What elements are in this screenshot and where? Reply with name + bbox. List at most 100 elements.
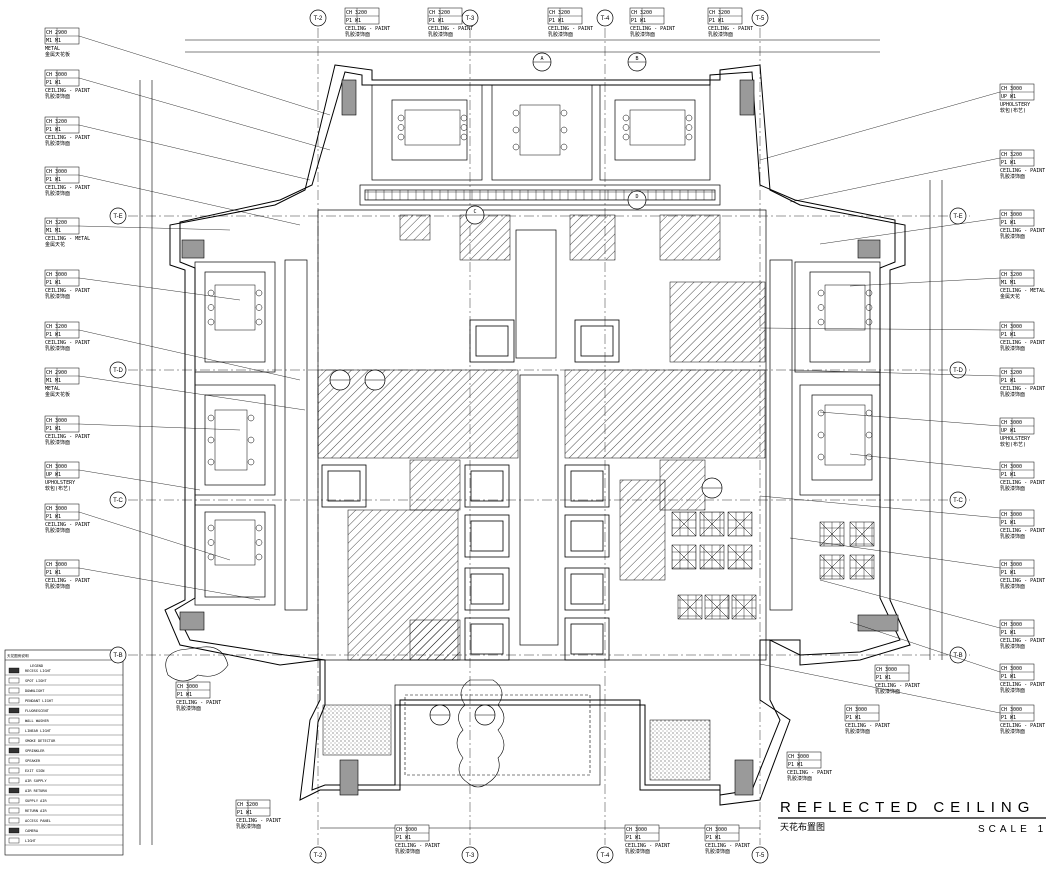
- svg-text:乳胶漆饰面: 乳胶漆饰面: [45, 439, 70, 446]
- svg-text:T-2: T-2: [314, 853, 323, 859]
- svg-text:P1 W1: P1 W1: [706, 835, 721, 841]
- workstation-cluster: [699, 544, 725, 570]
- svg-text:T-4: T-4: [601, 16, 610, 22]
- svg-text:乳胶漆饰面: 乳胶漆饰面: [1000, 687, 1025, 694]
- detail-callout: [329, 369, 351, 391]
- legend-row: RETURN AIR: [5, 807, 123, 816]
- svg-text:P1 W1: P1 W1: [846, 715, 861, 721]
- meeting-table: [622, 109, 693, 146]
- dotted-areas: [322, 704, 711, 781]
- svg-text:P1 W1: P1 W1: [1001, 570, 1016, 576]
- svg-text:乳胶漆饰面: 乳胶漆饰面: [845, 728, 870, 735]
- svg-text:CH 3200: CH 3200: [237, 802, 258, 808]
- drawing-title: REFLECTED CEILING PLAN: [780, 799, 1046, 816]
- svg-text:CH 3000: CH 3000: [46, 272, 67, 278]
- legend-row: SPOT LIGHT: [5, 677, 123, 686]
- structural-grid-lines: [110, 28, 970, 845]
- svg-text:CH 3200: CH 3200: [631, 10, 652, 16]
- svg-text:SPOT LIGHT: SPOT LIGHT: [25, 679, 47, 683]
- svg-text:T-5: T-5: [756, 16, 765, 22]
- svg-text:T-C: T-C: [113, 498, 123, 504]
- svg-text:CH 3000: CH 3000: [46, 506, 67, 512]
- svg-text:金属天花: 金属天花: [45, 241, 65, 248]
- svg-text:乳胶漆饰面: 乳胶漆饰面: [395, 848, 420, 855]
- svg-text:T-2: T-2: [314, 16, 323, 22]
- svg-text:P1 W1: P1 W1: [1001, 715, 1016, 721]
- elevator-cars: [321, 319, 620, 661]
- legend-row: SPEAKER: [5, 757, 123, 766]
- svg-text:UP W1: UP W1: [1001, 94, 1016, 100]
- title-block: REFLECTED CEILING PLAN 天花布置图 SCALE 1: [778, 799, 1046, 835]
- svg-text:UP W1: UP W1: [46, 472, 61, 478]
- svg-text:AIR RETURN: AIR RETURN: [25, 789, 47, 793]
- legend-header: LEGEND: [30, 664, 43, 668]
- legend-row: LIGHT: [5, 837, 123, 846]
- svg-text:CEILING - METAL: CEILING - METAL: [1000, 288, 1045, 294]
- svg-text:UP W1: UP W1: [1001, 428, 1016, 434]
- grid-bubble: T-2: [309, 9, 327, 27]
- svg-text:CEILING - PAINT: CEILING - PAINT: [236, 818, 281, 824]
- workstation-cluster: [819, 554, 845, 580]
- building-outline: [164, 64, 911, 806]
- svg-text:软包(布艺): 软包(布艺): [1000, 441, 1026, 448]
- svg-text:FLUORESCENT: FLUORESCENT: [25, 709, 50, 713]
- svg-text:乳胶漆饰面: 乳胶漆饰面: [1000, 485, 1025, 492]
- legend-row: AIR RETURN: [5, 787, 123, 796]
- svg-text:CH 3000: CH 3000: [876, 667, 897, 673]
- legend-row: EXIT SIGN: [5, 767, 123, 776]
- svg-text:乳胶漆饰面: 乳胶漆饰面: [1000, 583, 1025, 590]
- svg-text:乳胶漆饰面: 乳胶漆饰面: [1000, 533, 1025, 540]
- svg-text:CH 3000: CH 3000: [1001, 562, 1022, 568]
- svg-text:乳胶漆饰面: 乳胶漆饰面: [45, 527, 70, 534]
- svg-text:乳胶漆饰面: 乳胶漆饰面: [1000, 173, 1025, 180]
- legend-row: DOWNLIGHT: [5, 687, 123, 696]
- legend-row: SPRINKLER: [5, 747, 123, 756]
- svg-text:P1 W1: P1 W1: [788, 762, 803, 768]
- grid-bubble: T-4: [596, 846, 614, 864]
- svg-text:M1 M1: M1 M1: [46, 38, 61, 44]
- svg-text:乳胶漆饰面: 乳胶漆饰面: [1000, 728, 1025, 735]
- workstation-cluster: [849, 521, 875, 547]
- legend-row: ACCESS PANEL: [5, 817, 123, 826]
- svg-text:乳胶漆饰面: 乳胶漆饰面: [428, 31, 453, 38]
- legend-row: SUPPLY AIR: [5, 797, 123, 806]
- grid-bubble: T-3: [461, 846, 479, 864]
- svg-text:SPRINKLER: SPRINKLER: [25, 749, 45, 753]
- svg-text:P1 W1: P1 W1: [709, 18, 724, 24]
- svg-text:CH 3200: CH 3200: [46, 324, 67, 330]
- detail-callout: [701, 477, 723, 499]
- drawing-title-cn: 天花布置图: [780, 821, 825, 833]
- svg-text:RETURN AIR: RETURN AIR: [25, 809, 47, 813]
- svg-text:CEILING - PAINT: CEILING - PAINT: [45, 88, 90, 94]
- svg-text:CH 2900: CH 2900: [46, 30, 67, 36]
- svg-text:CEILING - PAINT: CEILING - PAINT: [45, 340, 90, 346]
- svg-text:CEILING - PAINT: CEILING - PAINT: [1000, 682, 1045, 688]
- legend-row: SMOKE DETECTOR: [5, 737, 123, 746]
- svg-text:CEILING - PAINT: CEILING - PAINT: [1000, 168, 1045, 174]
- svg-text:乳胶漆饰面: 乳胶漆饰面: [705, 848, 730, 855]
- svg-text:P1 W1: P1 W1: [626, 835, 641, 841]
- svg-text:CH 3200: CH 3200: [549, 10, 570, 16]
- elevator-car: [464, 617, 510, 661]
- svg-text:CEILING - PAINT: CEILING - PAINT: [1000, 528, 1045, 534]
- svg-text:CEILING - PAINT: CEILING - PAINT: [705, 843, 750, 849]
- legend-row: PENDANT LIGHT: [5, 697, 123, 706]
- svg-text:金属天花板: 金属天花板: [45, 51, 70, 58]
- svg-text:CEILING - PAINT: CEILING - PAINT: [1000, 340, 1045, 346]
- grid-bubble: T-2: [309, 846, 327, 864]
- svg-text:P1 W1: P1 W1: [429, 18, 444, 24]
- svg-text:WALL WASHER: WALL WASHER: [25, 719, 50, 723]
- svg-text:乳胶漆饰面: 乳胶漆饰面: [548, 31, 573, 38]
- svg-text:P1 W1: P1 W1: [1001, 160, 1016, 166]
